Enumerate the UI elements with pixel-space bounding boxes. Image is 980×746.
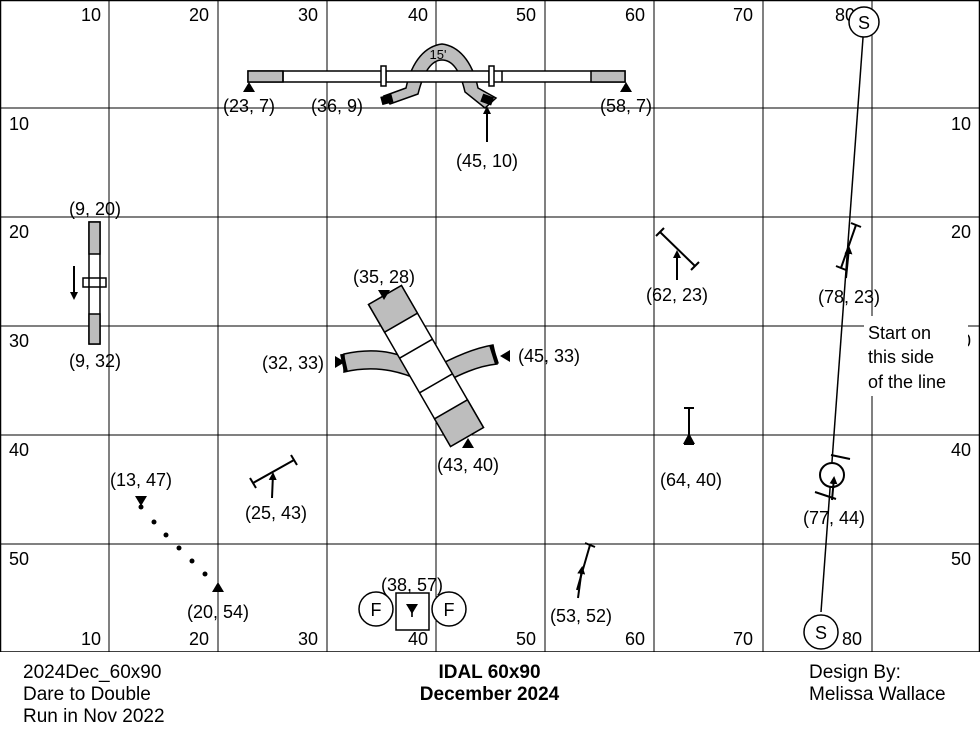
start-note: Start on this side of the line <box>864 316 968 396</box>
coord-label: (32, 33) <box>262 353 324 373</box>
start-marker-top: S <box>848 6 880 38</box>
course-map: 10 20 30 40 50 60 70 80 10 20 30 40 50 6… <box>0 0 980 652</box>
coord-label: (53, 52) <box>550 606 612 626</box>
bottom-label: 50 <box>516 629 536 649</box>
right-label: 40 <box>951 440 971 460</box>
right-label: 20 <box>951 222 971 242</box>
coord-label: (62, 23) <box>646 285 708 305</box>
start-marker-label: S <box>858 13 870 33</box>
event-name: IDAL 60x90 <box>438 662 541 683</box>
bottom-label: 60 <box>625 629 645 649</box>
table-left-marker: F <box>371 600 382 620</box>
left-label: 10 <box>9 114 29 134</box>
direction-arrow <box>577 566 586 599</box>
grid-lines <box>0 0 980 652</box>
direction-marker <box>406 604 418 614</box>
table <box>358 591 467 631</box>
course-run-date: Run in Nov 2022 <box>23 706 165 727</box>
coord-label: (64, 40) <box>660 470 722 490</box>
top-label: 50 <box>516 5 536 25</box>
tire-jump <box>814 454 851 500</box>
start-note-line: Start on <box>868 323 931 343</box>
coord-label: (23, 7) <box>223 96 275 116</box>
coord-label: (36, 9) <box>311 96 363 116</box>
coord-label: (9, 20) <box>69 199 121 219</box>
start-marker-label: S <box>815 623 827 643</box>
course-title: Dare to Double <box>23 684 151 705</box>
coordinate-labels: (23, 7) (36, 9) (58, 7) (45, 10) (9, 20)… <box>69 96 880 626</box>
jump-25-43 <box>249 454 298 489</box>
start-note-line: of the line <box>868 372 946 392</box>
bottom-label: 10 <box>81 629 101 649</box>
coord-label: (38, 57) <box>381 575 443 595</box>
dogwalk-direction-markers <box>243 82 632 92</box>
coord-label: (35, 28) <box>353 267 415 287</box>
top-label: 30 <box>298 5 318 25</box>
bottom-label: 70 <box>733 629 753 649</box>
footer-course-info: 2024Dec_60x90 Dare to Double Run in Nov … <box>23 662 165 728</box>
coord-label: (78, 23) <box>818 287 880 307</box>
jump-62-23 <box>655 227 700 271</box>
dogwalk-height-label: 15' <box>430 47 447 62</box>
right-label: 50 <box>951 549 971 569</box>
bottom-label: 20 <box>189 629 209 649</box>
start-note-line: this side <box>868 347 934 367</box>
direction-arrow <box>844 246 853 279</box>
footer-designer: Design By: Melissa Wallace <box>809 662 946 706</box>
left-label: 40 <box>9 440 29 460</box>
top-label: 10 <box>81 5 101 25</box>
direction-arrow <box>268 472 277 499</box>
panel-jump-left <box>82 221 107 345</box>
left-label: 20 <box>9 222 29 242</box>
footer-event-info: IDAL 60x90 December 2024 <box>0 662 979 706</box>
coord-label: (58, 7) <box>600 96 652 116</box>
coord-label: (77, 44) <box>803 508 865 528</box>
bottom-label: 40 <box>408 629 428 649</box>
dogwalk <box>247 43 626 109</box>
left-label: 30 <box>9 331 29 351</box>
right-label: 10 <box>951 114 971 134</box>
direction-marker <box>683 433 695 444</box>
event-date: December 2024 <box>419 684 560 705</box>
coord-label: (9, 32) <box>69 351 121 371</box>
crossover-direction-markers <box>335 290 510 448</box>
top-label: 70 <box>733 5 753 25</box>
designer-label: Design By: <box>809 662 901 683</box>
direction-arrow <box>829 476 838 501</box>
designer-name: Melissa Wallace <box>809 684 946 705</box>
top-label: 60 <box>625 5 645 25</box>
coord-label: (45, 33) <box>518 346 580 366</box>
coord-label: (43, 40) <box>437 455 499 475</box>
left-label: 50 <box>9 549 29 569</box>
top-label: 40 <box>408 5 428 25</box>
table-right-marker: F <box>444 600 455 620</box>
bottom-label: 80 <box>842 629 862 649</box>
coord-label: (13, 47) <box>110 470 172 490</box>
top-label: 20 <box>189 5 209 25</box>
coord-label: (20, 54) <box>187 602 249 622</box>
coord-label: (45, 10) <box>456 151 518 171</box>
coord-label: (25, 43) <box>245 503 307 523</box>
course-file-name: 2024Dec_60x90 <box>23 662 162 683</box>
start-line <box>820 23 865 613</box>
start-marker-bottom: S <box>803 614 839 650</box>
weave-poles <box>135 496 224 592</box>
bottom-label: 30 <box>298 629 318 649</box>
footer: 2024Dec_60x90 Dare to Double Run in Nov … <box>0 652 979 745</box>
grid-labels: 10 20 30 40 50 60 70 80 10 20 30 40 50 6… <box>9 5 971 649</box>
